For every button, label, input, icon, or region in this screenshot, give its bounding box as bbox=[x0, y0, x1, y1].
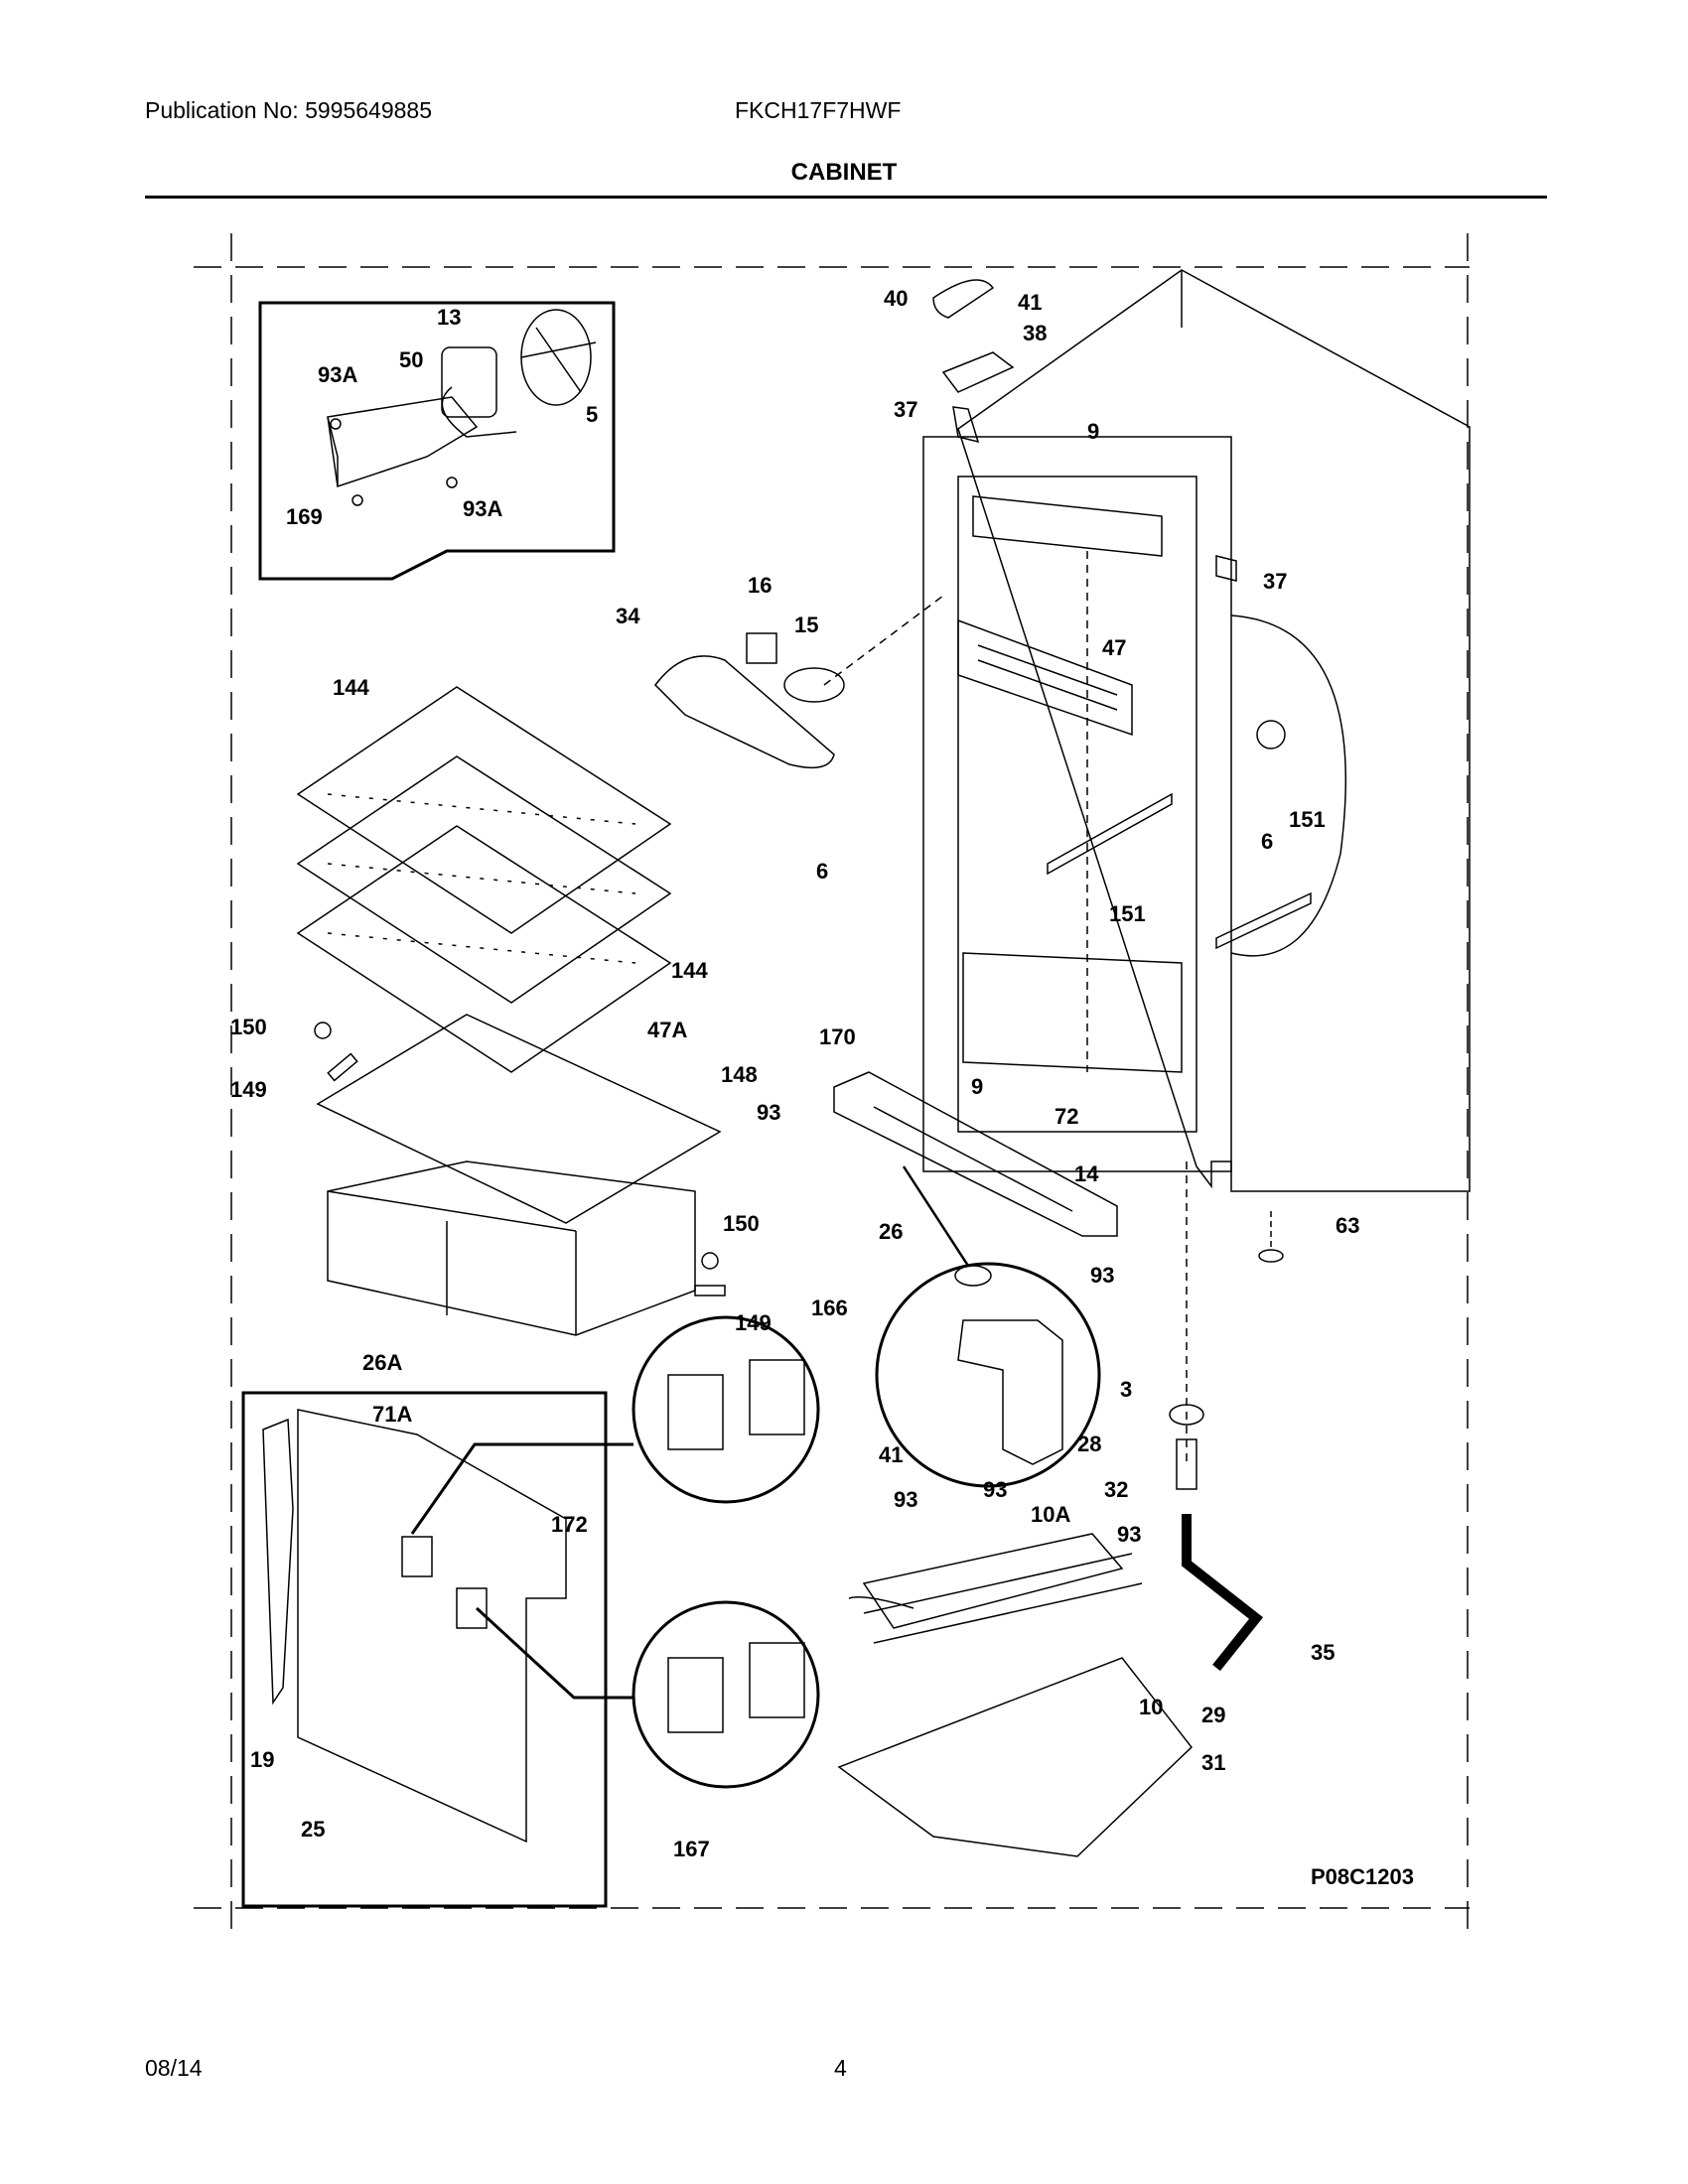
callout-16: 16 bbox=[748, 573, 772, 598]
callout-93: 93 bbox=[1090, 1263, 1114, 1288]
callout-169: 169 bbox=[286, 504, 323, 529]
callout-32: 32 bbox=[1104, 1477, 1128, 1502]
callout-14: 14 bbox=[1074, 1161, 1099, 1186]
callout-72: 72 bbox=[1055, 1104, 1078, 1129]
callout-3: 3 bbox=[1120, 1377, 1132, 1402]
callout-149: 149 bbox=[230, 1077, 267, 1102]
callout-93A: 93A bbox=[463, 496, 502, 521]
control-panel-inset bbox=[241, 1391, 633, 1908]
callout-93: 93 bbox=[1117, 1522, 1141, 1547]
callout-15: 15 bbox=[794, 613, 818, 637]
callout-13: 13 bbox=[437, 305, 461, 330]
callout-150: 150 bbox=[230, 1015, 267, 1039]
callout-38: 38 bbox=[1023, 321, 1047, 345]
callout-9: 9 bbox=[971, 1074, 983, 1099]
callout-151: 151 bbox=[1289, 807, 1326, 832]
callout-167: 167 bbox=[673, 1837, 710, 1861]
callout-19: 19 bbox=[250, 1747, 274, 1772]
callout-47A: 47A bbox=[647, 1018, 687, 1042]
shelf-clips bbox=[314, 1022, 726, 1297]
callout-93: 93 bbox=[757, 1100, 780, 1125]
callout-144: 144 bbox=[671, 958, 708, 983]
publication-number: Publication No: 5995649885 bbox=[145, 97, 433, 123]
callout-93A: 93A bbox=[318, 362, 357, 387]
crisper-assembly bbox=[316, 1014, 722, 1336]
light-housing bbox=[654, 595, 944, 769]
callout-144: 144 bbox=[333, 675, 369, 700]
dashed-frame bbox=[194, 233, 1470, 1941]
callout-28: 28 bbox=[1077, 1432, 1101, 1456]
callout-26A: 26A bbox=[362, 1350, 402, 1375]
section-title: CABINET bbox=[790, 159, 898, 186]
callout-150: 150 bbox=[723, 1211, 760, 1236]
callout-71A: 71A bbox=[372, 1402, 412, 1427]
callout-40: 40 bbox=[884, 286, 908, 311]
callout-41: 41 bbox=[1018, 290, 1042, 315]
callout-25: 25 bbox=[301, 1817, 325, 1842]
callout-labels: 13 50 93A 5 169 93A 40 41 38 37 9 37 16 … bbox=[230, 286, 1414, 1889]
callout-31: 31 bbox=[1201, 1750, 1225, 1775]
callout-37: 37 bbox=[894, 397, 917, 422]
callout-50: 50 bbox=[399, 347, 423, 372]
callout-26: 26 bbox=[879, 1219, 903, 1244]
callout-10A: 10A bbox=[1031, 1502, 1070, 1527]
callout-6: 6 bbox=[1261, 829, 1273, 854]
toe-grille bbox=[833, 1071, 1118, 1237]
fan-motor-inset bbox=[258, 301, 616, 581]
callout-148: 148 bbox=[721, 1062, 758, 1087]
wire-shelves bbox=[296, 686, 672, 1073]
callout-170: 170 bbox=[819, 1024, 856, 1049]
callout-6: 6 bbox=[816, 859, 828, 884]
callout-5: 5 bbox=[586, 402, 598, 427]
callout-29: 29 bbox=[1201, 1703, 1225, 1727]
air-grille bbox=[957, 618, 1133, 737]
callout-35: 35 bbox=[1311, 1640, 1335, 1665]
top-hinge-parts bbox=[932, 279, 1237, 582]
page-number: 4 bbox=[834, 2055, 847, 2081]
callout-41: 41 bbox=[879, 1442, 903, 1467]
callout-151: 151 bbox=[1109, 901, 1146, 926]
hinge-detail bbox=[875, 1165, 1101, 1488]
control-board-details bbox=[632, 1315, 820, 1789]
callout-166: 166 bbox=[811, 1296, 848, 1320]
callout-149: 149 bbox=[735, 1310, 772, 1335]
leveler bbox=[1258, 1211, 1284, 1263]
callout-47: 47 bbox=[1102, 635, 1126, 660]
callout-93: 93 bbox=[983, 1477, 1007, 1502]
callout-63: 63 bbox=[1336, 1213, 1359, 1238]
drawing-code: P08C1203 bbox=[1311, 1864, 1414, 1889]
model-number: FKCH17F7HWF bbox=[735, 97, 902, 123]
drain-pan-heater bbox=[837, 1533, 1194, 1857]
drain-hose bbox=[1169, 1161, 1264, 1672]
callout-9: 9 bbox=[1087, 419, 1099, 444]
header-rule bbox=[145, 196, 1547, 199]
shelf-brackets bbox=[1047, 792, 1312, 950]
callout-37: 37 bbox=[1263, 569, 1287, 594]
callout-10: 10 bbox=[1139, 1695, 1163, 1719]
callout-93: 93 bbox=[894, 1487, 917, 1512]
cabinet-shell bbox=[922, 269, 1471, 1192]
callout-34: 34 bbox=[616, 604, 640, 628]
footer-date: 08/14 bbox=[145, 2055, 203, 2081]
callout-172: 172 bbox=[551, 1512, 588, 1537]
